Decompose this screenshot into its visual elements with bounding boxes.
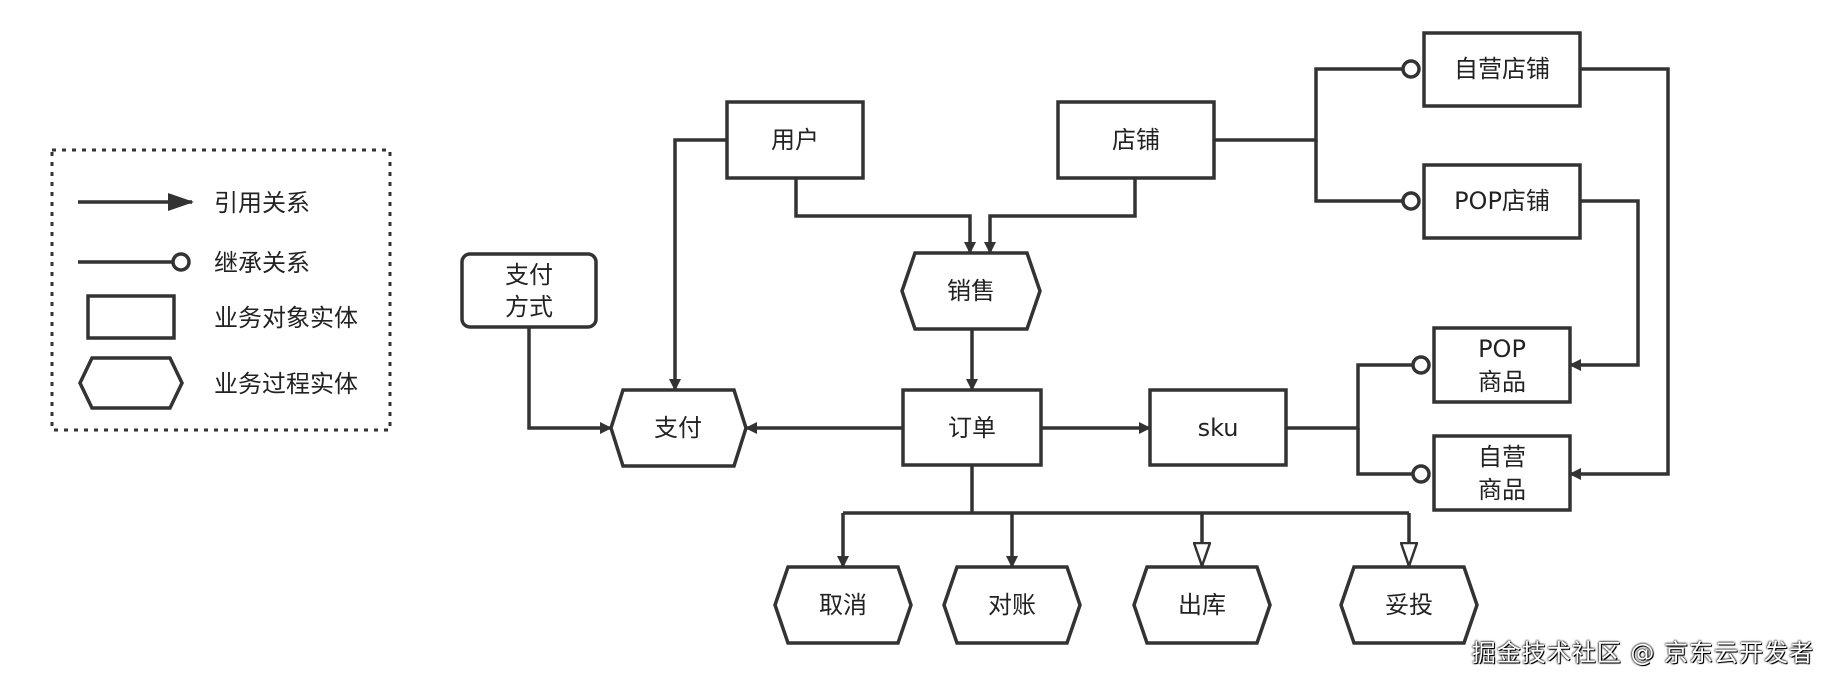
edge-user-sale (794, 178, 976, 254)
node-pay-method-label-1: 支付 (505, 261, 553, 289)
legend-inherit-circle (171, 252, 191, 272)
legend-process-hex (78, 356, 184, 410)
node-delivery-label: 妥投 (1385, 591, 1433, 619)
edge-user-pay (669, 138, 727, 391)
node-sku-label: sku (1198, 414, 1239, 442)
node-shop-label: 店铺 (1112, 126, 1160, 154)
legend-object-label: 业务对象实体 (214, 304, 358, 332)
legend-process-label: 业务过程实体 (214, 370, 358, 398)
edge-paymethod-pay (527, 327, 612, 434)
node-sale-label: 销售 (947, 277, 995, 305)
edge-selfshop-selfgoods (1569, 67, 1670, 480)
inherit-circle-popgoods (1411, 355, 1431, 375)
node-pay-method-label-2: 方式 (505, 293, 553, 321)
node-cancel (773, 565, 913, 645)
legend-ref-label: 引用关系 (214, 189, 310, 217)
node-self-goods-label-1: 自营 (1478, 443, 1526, 471)
edge-sku-inherit (1286, 363, 1412, 430)
node-outbound-label: 出库 (1178, 591, 1226, 619)
node-pop-goods-label-1: POP (1478, 335, 1526, 363)
node-pop-goods-label-2: 商品 (1478, 368, 1526, 396)
node-pay-label: 支付 (654, 414, 702, 442)
legend-object-rect (86, 294, 176, 340)
node-order-label: 订单 (948, 414, 996, 442)
node-pop-shop-label: POP店铺 (1454, 187, 1550, 215)
node-self-goods-label-2: 商品 (1478, 476, 1526, 504)
edge-shop-sale (984, 178, 1137, 254)
node-reconcile (942, 565, 1082, 645)
watermark: 掘金技术社区 @ 京东云开发者 (1471, 639, 1814, 667)
inherit-circle-selfshop (1401, 59, 1421, 79)
node-cancel-label: 取消 (819, 591, 867, 619)
inherit-circle-popshop (1401, 191, 1421, 211)
inherit-circle-selfgoods (1411, 464, 1431, 484)
node-sale (900, 251, 1042, 331)
legend-inherit-label: 继承关系 (214, 249, 310, 277)
node-delivery (1339, 565, 1479, 645)
node-user-label: 用户 (771, 126, 819, 154)
edge-shop-inherit-pop (1314, 140, 1402, 203)
node-self-shop-label: 自营店铺 (1454, 55, 1550, 83)
node-reconcile-label: 对账 (988, 591, 1036, 619)
edge-popshop-popgoods (1569, 199, 1640, 371)
edge-sku-inherit-self (1356, 428, 1412, 476)
edge-shop-inherit (1214, 67, 1402, 142)
node-outbound (1132, 565, 1272, 645)
